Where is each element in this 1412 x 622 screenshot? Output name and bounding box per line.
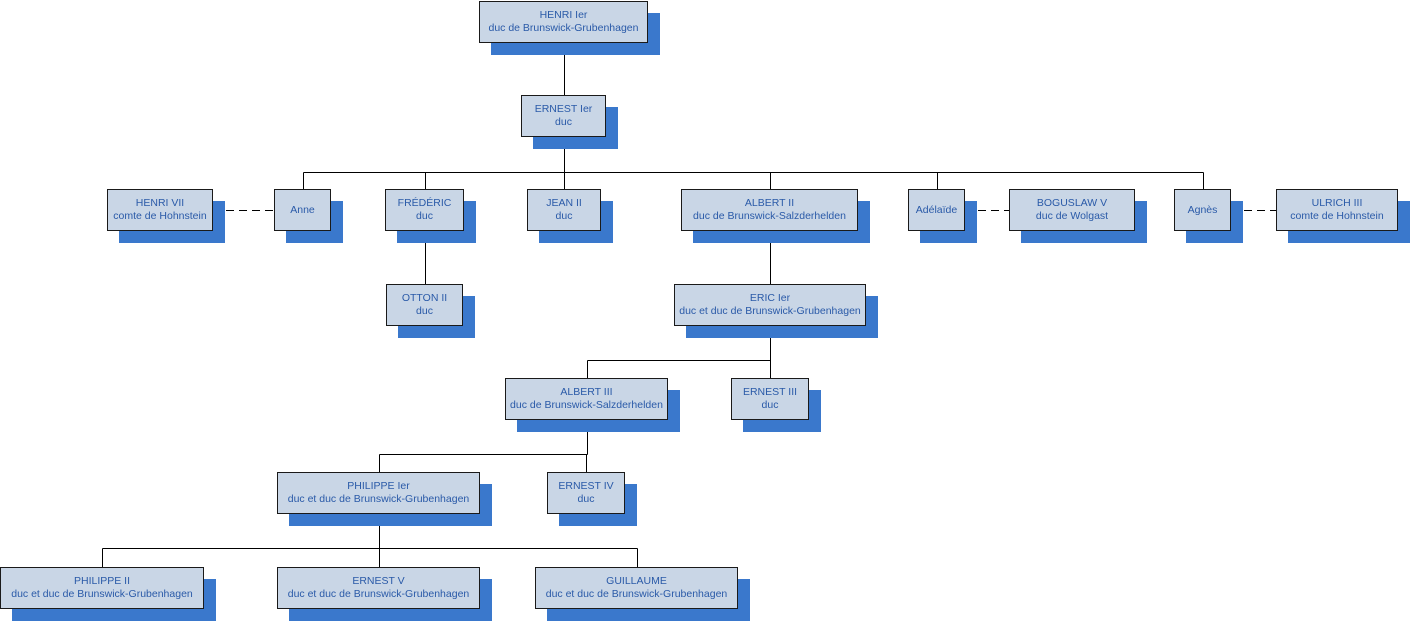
person-title: duc de Brunswick-Grubenhagen <box>488 22 639 34</box>
person-title: duc et duc de Brunswick-Grubenhagen <box>11 588 193 600</box>
person-name: Adélaïde <box>915 203 958 216</box>
person-title: comte de Hohnstein <box>1290 210 1384 222</box>
person-title: duc et duc de Brunswick-Grubenhagen <box>287 493 470 505</box>
person-name: ULRICH III <box>1311 197 1363 209</box>
person-name: Anne <box>290 203 315 216</box>
person-name: GUILLAUME <box>606 575 667 587</box>
person-name: ERNEST III <box>742 386 798 398</box>
person-title: duc <box>555 116 572 128</box>
person-name: PHILIPPE II <box>73 575 131 587</box>
person-title: duc de Brunswick-Salzderhelden <box>693 210 846 222</box>
person-name: HENRI Ier <box>539 9 588 21</box>
person-title: duc et duc de Brunswick-Grubenhagen <box>287 588 470 600</box>
person-title: duc et duc de Brunswick-Grubenhagen <box>679 305 861 317</box>
person-name: JEAN II <box>546 197 582 209</box>
person-name: Agnès <box>1187 203 1218 216</box>
person-title: comte de Hohnstein <box>113 210 207 222</box>
person-name: ERIC Ier <box>749 292 791 304</box>
person-title: duc de Brunswick-Salzderhelden <box>510 399 663 411</box>
person-name: ALBERT III <box>560 386 613 398</box>
person-node-anne: Anne <box>274 189 331 231</box>
person-name: BOGUSLAW V <box>1036 197 1108 209</box>
person-node-adelaide: Adélaïde <box>908 189 965 231</box>
person-title: duc <box>761 399 779 411</box>
person-name: FRÉDÉRIC <box>397 197 452 209</box>
person-name: ERNEST Ier <box>534 103 593 115</box>
person-name: ERNEST V <box>352 575 405 587</box>
person-title: duc <box>416 305 433 317</box>
person-node-agnes: Agnès <box>1174 189 1231 231</box>
person-title: duc et duc de Brunswick-Grubenhagen <box>545 588 728 600</box>
person-title: duc de Wolgast <box>1035 210 1109 222</box>
person-name: ERNEST IV <box>558 480 614 492</box>
person-name: OTTON II <box>401 292 448 304</box>
person-name: ALBERT II <box>744 197 795 209</box>
person-name: PHILIPPE Ier <box>347 480 410 492</box>
person-title: duc <box>555 210 573 222</box>
person-name: HENRI VII <box>135 197 185 209</box>
person-title: duc <box>416 210 433 222</box>
person-title: duc <box>577 493 595 505</box>
